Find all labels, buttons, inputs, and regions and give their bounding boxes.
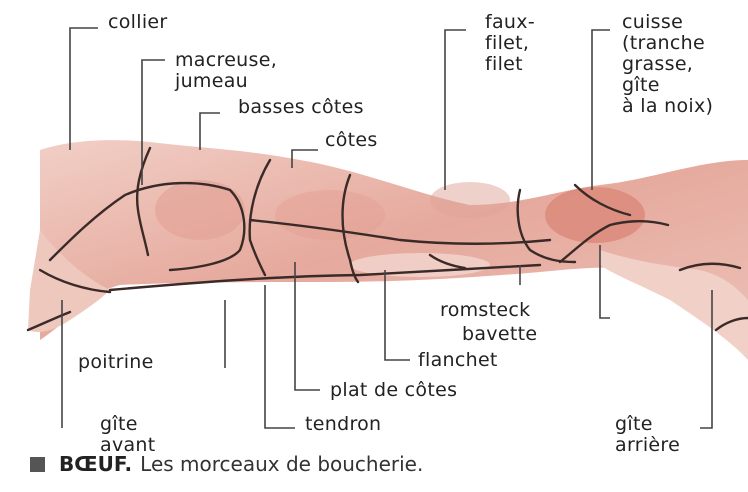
label-cuisse-line1: cuisse bbox=[622, 12, 713, 33]
label-tendron: tendron bbox=[305, 414, 381, 435]
label-cuisse-line3: grasse, bbox=[622, 54, 713, 75]
caption-subject: BŒUF. bbox=[59, 452, 132, 476]
label-flanchet: flanchet bbox=[418, 350, 498, 371]
label-cuisse: cuisse (tranche grasse, gîte à la noix) bbox=[622, 12, 713, 117]
caption-text: Les morceaux de boucherie. bbox=[140, 452, 423, 476]
label-faux-filet-line3: filet bbox=[485, 54, 535, 75]
label-faux-filet-line2: filet, bbox=[485, 33, 535, 54]
label-gite-avant-line1: gîte bbox=[100, 414, 156, 435]
label-cuisse-line4: gîte bbox=[622, 75, 713, 96]
label-cotes: côtes bbox=[325, 130, 378, 151]
label-gite-arriere: gîte arrière bbox=[615, 414, 680, 456]
label-poitrine: poitrine bbox=[78, 352, 154, 373]
caption-square-icon bbox=[30, 457, 45, 472]
label-bavette: bavette bbox=[462, 324, 537, 345]
label-faux-filet: faux- filet, filet bbox=[485, 12, 535, 75]
label-collier: collier bbox=[108, 12, 168, 33]
label-romsteck: romsteck bbox=[440, 300, 530, 321]
label-faux-filet-line1: faux- bbox=[485, 12, 535, 33]
label-gite-arriere-line1: gîte bbox=[615, 414, 680, 435]
label-gite-arriere-line2: arrière bbox=[615, 435, 680, 456]
label-cuisse-line2: (tranche bbox=[622, 33, 713, 54]
label-macreuse: macreuse, jumeau bbox=[175, 50, 277, 92]
figure-caption: BŒUF. Les morceaux de boucherie. bbox=[30, 452, 423, 476]
label-plat-de-cotes: plat de côtes bbox=[330, 380, 457, 401]
label-macreuse-line2: jumeau bbox=[175, 71, 277, 92]
label-basses-cotes: basses côtes bbox=[238, 97, 364, 118]
label-gite-avant: gîte avant bbox=[100, 414, 156, 456]
label-macreuse-line1: macreuse, bbox=[175, 50, 277, 71]
label-cuisse-line5: à la noix) bbox=[622, 96, 713, 117]
